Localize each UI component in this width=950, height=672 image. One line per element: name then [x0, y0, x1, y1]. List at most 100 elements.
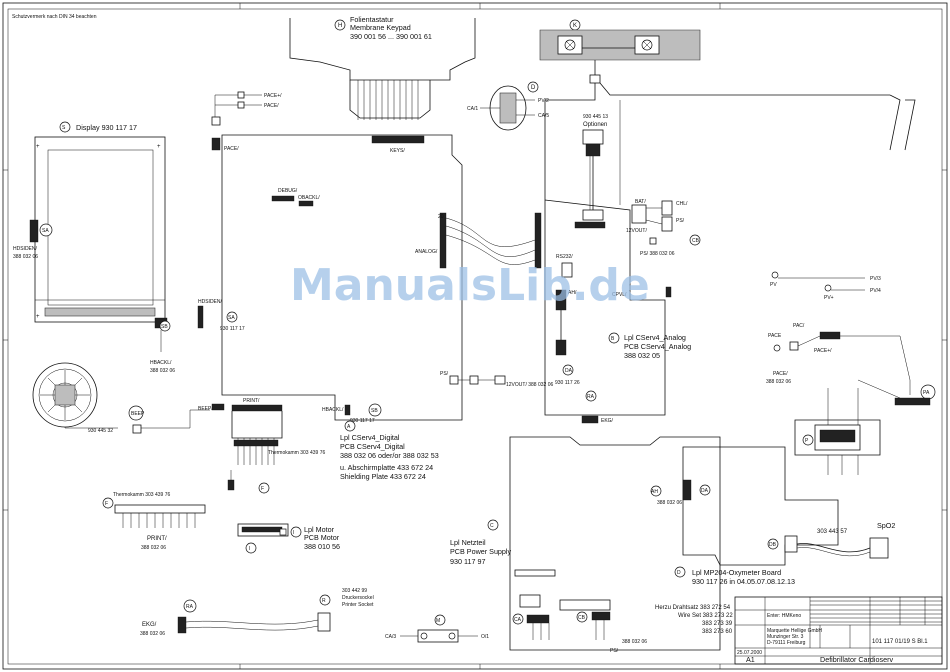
beep-label: BEEP: [131, 411, 145, 417]
wire-set-labels: Herzu Drahtsatz 383 272 54 Wire Set 383 …: [655, 605, 733, 635]
oxy-pn: 303 443 57: [817, 529, 848, 535]
thermo-left-label: Thermokamm 303 439 76: [113, 492, 170, 498]
display-plus-tr: +: [157, 144, 161, 150]
ps-bot-label: PS/: [610, 648, 619, 654]
pv-minus: PV+: [824, 295, 834, 301]
hbackl-mid-label: HBACKL/: [322, 407, 344, 413]
hdsiden2-label: HDSIDEN/: [198, 299, 223, 305]
pv2-label: PV/2: [538, 98, 549, 104]
keypad-part-number: 390 001 56 ... 390 001 61: [350, 32, 432, 41]
pace-r-label: PACE/: [773, 371, 788, 377]
pv-plus: PV: [770, 282, 777, 288]
p-connector: P: [794, 379, 901, 475]
wire-k-right: [599, 82, 890, 96]
netz-de: Lpl Netzteil: [450, 538, 486, 547]
cb2-label: CB: [578, 615, 586, 621]
pin-20: 20: [438, 214, 444, 220]
display-label: Display 930 117 17: [76, 123, 137, 132]
display-plus-tl: +: [36, 144, 40, 150]
v12out-label: 12VOUT/: [626, 228, 647, 234]
beep2-label: BEEP/: [198, 406, 213, 412]
k-letter: K: [573, 23, 577, 29]
ekg-cable-left: RA EKG/ 388 032 06 R 303 442 99 Druckers…: [140, 588, 374, 637]
wire-beep: [141, 409, 210, 429]
l-letter: I: [293, 530, 294, 536]
hbackl-label: HBACKL/: [150, 360, 172, 366]
pv4-label: PV/4: [870, 288, 881, 294]
pv3-label: PV/3: [870, 276, 881, 282]
keys-connector: KEYS/: [371, 135, 425, 154]
ca5-label: CA/5: [538, 113, 549, 119]
break-mark-2: [904, 99, 916, 151]
tb-docno: 101 117 01/19 S Bl.1: [872, 639, 928, 645]
print-left: F Thermokamm 303 439 76 PRINT/ 388 032 0…: [102, 492, 206, 551]
a-letter: A: [347, 424, 351, 430]
ekg-left-label: EKG/: [142, 622, 157, 628]
d-connector: D CA/1 PV/2 CA/5: [467, 81, 549, 131]
ra-left-label: RA: [186, 604, 194, 610]
hdsiden-pn: 388 032 06: [13, 254, 38, 260]
socket-de: Druckersockel: [342, 595, 374, 601]
beep-connector: [211, 403, 225, 411]
wire3-label: 383 273 60: [702, 629, 733, 635]
watermark: ManualsLib.de: [290, 260, 650, 311]
shield-de: u. Abschirmplatte 433 672 24: [340, 463, 433, 472]
digital-board-labels: A Lpl CServ4_Digital PCB CServ4_Digital …: [340, 420, 439, 481]
ps-mid-cable: PS/ 12VOUT/ 388 032 06: [440, 371, 553, 388]
pace-right: PACE PAC/ PACE+/ PACE/ 388 032 06 PA: [766, 323, 936, 406]
pace-top-label: PACE/: [224, 146, 239, 152]
print-connector-mid: PRINT/ Thermokamm 303 439 76 F: [227, 398, 325, 494]
ps-bot-pn: 388 032 06: [622, 639, 647, 645]
shield-en: Shielding Plate 433 672 24: [340, 472, 426, 481]
analog-de: Lpl CServ4_Analog: [624, 333, 686, 342]
hbackl-mid: HBACKL/ SB 930 117 17: [322, 403, 382, 424]
c-letter: C: [490, 523, 494, 529]
tb-firm: Marquette Hellige GmbH: [767, 628, 822, 634]
display-plus-bl: +: [36, 314, 40, 320]
sb-label: SB: [161, 324, 168, 330]
ribbon-cable: [445, 217, 536, 265]
hdsiden-digital: HDSIDEN/ 930 117 17 SA: [197, 299, 245, 332]
rs232-label: RS232/: [556, 254, 573, 260]
pa-label: PA: [923, 390, 930, 396]
pace-plus-label: PACE+/: [264, 93, 282, 99]
debug-connector: DEBUG/ OBACKL/: [271, 188, 320, 207]
print-mid-label: PRINT/: [243, 398, 260, 404]
sa-label: SA: [42, 228, 49, 234]
speaker-pn: 930 445 32: [88, 428, 113, 434]
p-letter: P: [805, 438, 809, 444]
frame-ticks: [3, 3, 947, 669]
ps-label: PS/: [676, 218, 685, 224]
k-assembly: K: [539, 19, 701, 84]
tb-name: Enter: HMKeno: [767, 613, 801, 619]
cb-label: CB: [692, 238, 700, 244]
wire-label: Wire Set 383 273 22: [678, 613, 733, 619]
optionen-label: Optionen: [583, 122, 607, 128]
motor-pcb: I I Lpl Motor PCB Motor 388 010 56: [237, 523, 340, 554]
netz-en: PCB Power Supply: [450, 547, 512, 556]
hbackl-pn: 388 032 06: [150, 368, 175, 374]
motor-pn: 388 010 56: [304, 542, 340, 551]
ekg-connector-mid: RA EKG/: [581, 390, 614, 424]
analog-connector-digital: [439, 212, 447, 269]
socket-pn: 303 442 99: [342, 588, 367, 594]
obackl-label: OBACKL/: [298, 195, 320, 201]
pace2-label: PACE: [768, 333, 782, 339]
spo2-label: SpO2: [877, 521, 895, 530]
print-left-pn: 388 032 06: [141, 545, 166, 551]
m-letter: M: [436, 618, 440, 624]
analog-label: ANALOG/: [415, 249, 438, 255]
ps-mid-label: PS/: [440, 371, 449, 377]
hdsiden-label: HDSIDEN/: [13, 246, 38, 252]
oxymeter-board: AH 388 032 06 DA DB 303 443 57 SpO2 D Lp…: [650, 446, 895, 586]
pac-label: PAC/: [793, 323, 805, 329]
ah2-label: AH: [651, 489, 658, 495]
hdsiden2-pn: 930 117 17: [220, 326, 245, 332]
analog-board-labels: B Lpl CServ4_Analog PCB CServ4_Analog 38…: [608, 332, 691, 360]
pace-p-label: PACE+/: [814, 348, 832, 354]
ah2-pn: 388 032 06: [657, 500, 682, 506]
oxy-de: Lpl MP204-Oxymeter Board: [692, 568, 781, 577]
tb-date: 25.07.2000: [737, 650, 762, 656]
